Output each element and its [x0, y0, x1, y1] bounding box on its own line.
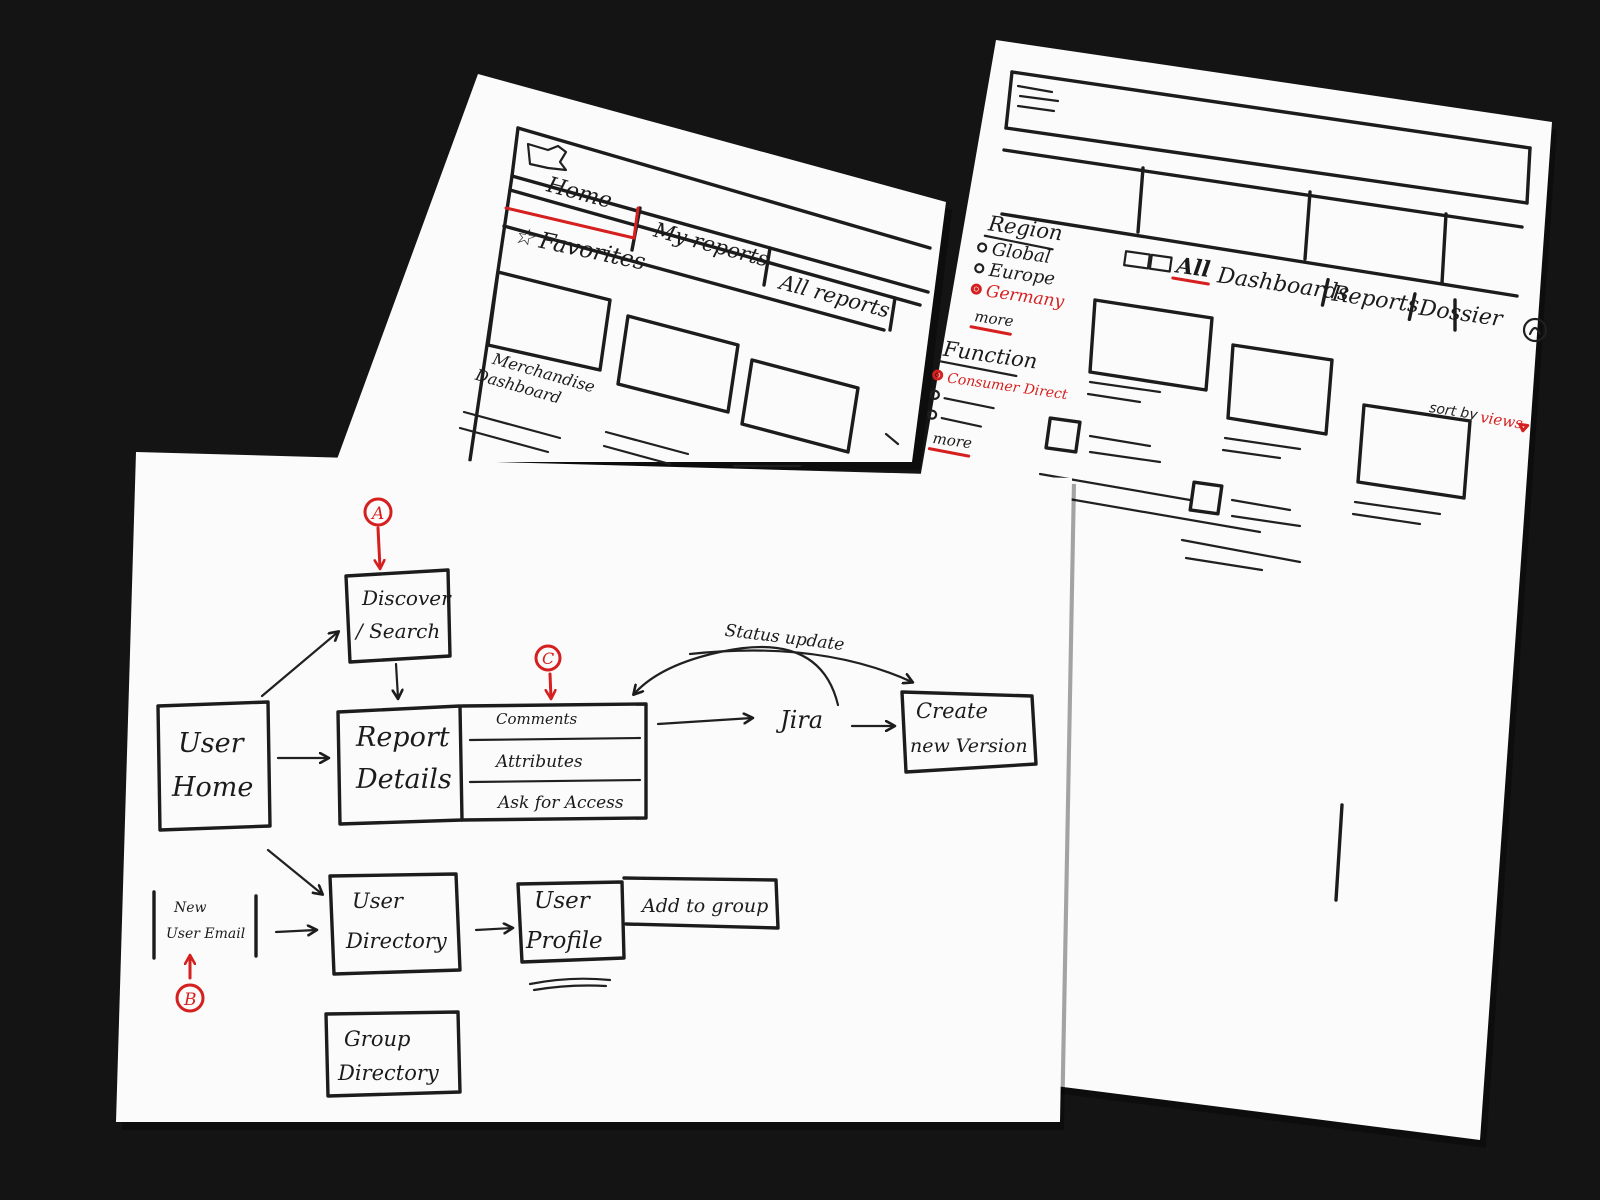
node-new-user-email[interactable]: New User Email: [152, 890, 258, 960]
arrow-directory-to-profile: [474, 928, 512, 930]
node-jira[interactable]: Jira: [775, 706, 823, 734]
node-user-directory-label-2: Directory: [345, 929, 448, 953]
node-user-profile-label-2: Profile: [525, 928, 603, 954]
favorite-card-1[interactable]: [486, 270, 612, 372]
node-group-directory-label-1: Group: [344, 1027, 410, 1051]
node-add-to-group[interactable]: Add to group: [622, 876, 780, 930]
panel-comments[interactable]: Comments: [496, 710, 578, 728]
radio-global[interactable]: [977, 242, 988, 253]
report-details-panel: Comments Attributes Ask for Access: [460, 702, 648, 822]
flow-arrows: [260, 632, 894, 932]
left-mockup-sheet: Home My reports All reports ☆ Favorites …: [336, 74, 952, 470]
radio-function-2[interactable]: [929, 389, 941, 400]
marker-c: [534, 644, 562, 672]
marker-c-label: C: [542, 649, 554, 668]
node-add-to-group-label: Add to group: [640, 895, 768, 917]
report-card-grid: [1038, 298, 1472, 572]
node-report-details-label-2: Details: [355, 764, 452, 795]
arrow-email-to-directory: [274, 930, 316, 932]
node-report-details-label-1: Report: [355, 722, 450, 753]
report-card-3[interactable]: [1356, 403, 1472, 500]
arrow-discover-to-details: [396, 662, 398, 698]
marker-a-label: A: [370, 504, 384, 524]
list-item-thumb-1[interactable]: [1044, 416, 1082, 454]
node-user-home-label-2: Home: [171, 772, 253, 803]
node-discover-search[interactable]: Discover / Search: [344, 568, 452, 664]
node-discover-label-2: / Search: [354, 619, 440, 643]
radio-function-3[interactable]: [927, 409, 938, 420]
node-create-version-label-2: new Version: [910, 735, 1028, 757]
node-discover-label-1: Discover: [361, 586, 452, 610]
node-create-version[interactable]: Create new Version: [900, 690, 1038, 774]
flow-diagram-sheet: A Discover / Search User Home Report Det…: [116, 452, 1076, 1130]
user-profile-squiggle: [528, 977, 612, 992]
user-avatar-icon[interactable]: [1522, 317, 1548, 343]
node-user-directory-label-1: User: [352, 889, 405, 913]
node-user-home-label-1: User: [178, 728, 246, 759]
node-user-profile-label-1: User: [534, 888, 592, 914]
marker-a: [363, 497, 393, 527]
node-user-directory[interactable]: User Directory: [328, 872, 462, 976]
node-user-home[interactable]: User Home: [156, 700, 272, 832]
radio-europe[interactable]: [974, 263, 985, 274]
report-card-2[interactable]: [1226, 343, 1334, 436]
region-more-link[interactable]: more: [973, 307, 1015, 330]
favorite-card-2[interactable]: [616, 314, 740, 414]
report-card-1[interactable]: [1088, 298, 1214, 392]
marker-b-label: B: [183, 990, 197, 1010]
node-new-user-email-label-1: New: [173, 900, 207, 916]
scrollbar-line[interactable]: [1334, 803, 1344, 902]
favorite-card-3[interactable]: [740, 358, 860, 454]
grid-view-toggle[interactable]: [1123, 250, 1151, 270]
panel-attributes[interactable]: Attributes: [494, 752, 583, 772]
marker-b: [175, 983, 205, 1013]
panel-ask-for-access[interactable]: Ask for Access: [496, 793, 624, 813]
list-item-thumb-2[interactable]: [1188, 480, 1224, 516]
node-user-profile[interactable]: User Profile: [516, 880, 626, 964]
arrow-status-forward: [688, 649, 912, 683]
node-group-directory[interactable]: Group Directory: [324, 1010, 462, 1098]
arrow-panel-to-jira: [656, 718, 752, 726]
node-create-version-label-1: Create: [916, 699, 988, 723]
function-more-link[interactable]: more: [932, 429, 974, 452]
node-group-directory-label-2: Directory: [337, 1061, 440, 1085]
arrow-home-to-directory: [266, 848, 322, 894]
radio-germany[interactable]: [970, 283, 982, 295]
radio-consumer-direct[interactable]: [932, 369, 944, 381]
node-new-user-email-label-2: User Email: [166, 926, 245, 942]
list-view-toggle[interactable]: [1148, 253, 1173, 273]
user-avatar-glyph: [1528, 326, 1542, 336]
favorites-cards: [458, 270, 860, 468]
logo-icon: [526, 142, 568, 172]
browser-frame: [1000, 70, 1532, 332]
arrow-home-to-discover: [260, 632, 338, 698]
